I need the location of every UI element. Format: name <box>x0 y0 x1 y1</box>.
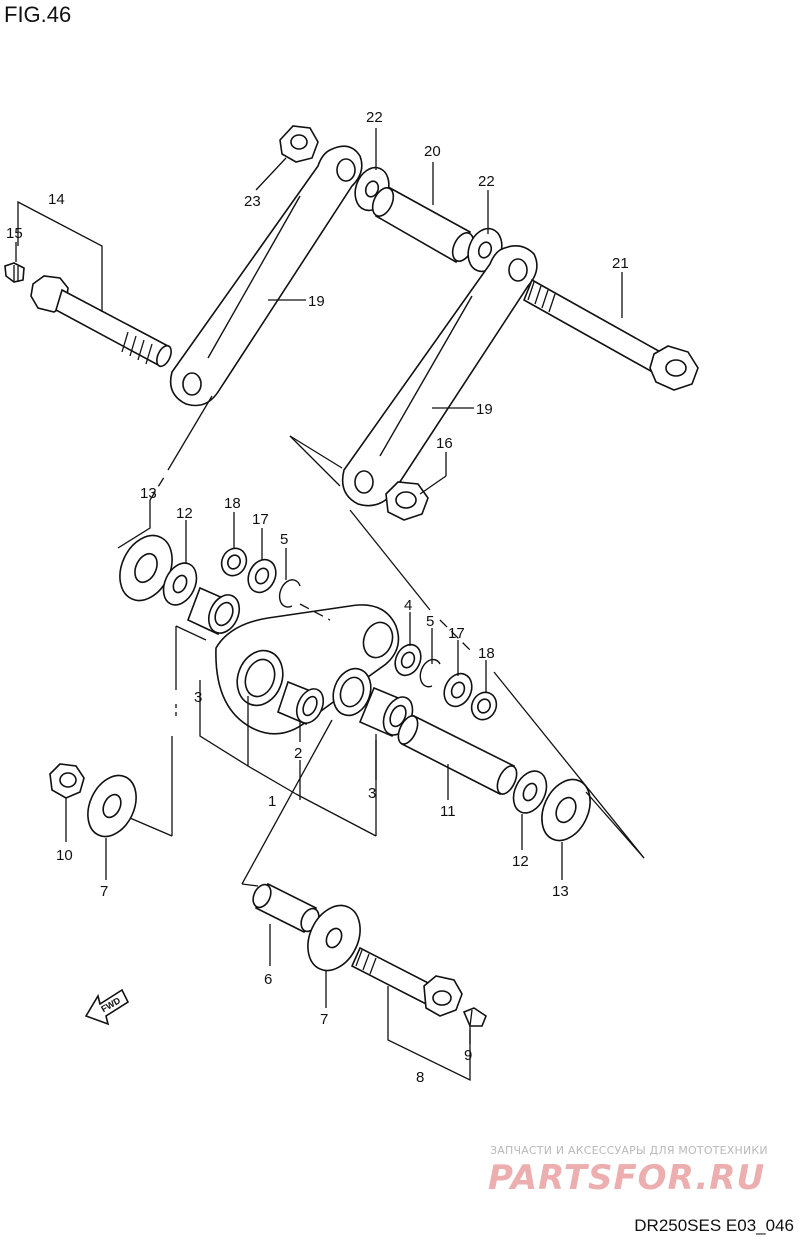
bolt-21-drawing <box>522 278 699 391</box>
callout-2: 2 <box>294 745 302 762</box>
diagram-code: DR250SES E03_046 <box>634 1216 794 1235</box>
tie-rod-19-upper-drawing <box>169 145 363 407</box>
tie-rod-19-lower-drawing <box>341 245 538 507</box>
callout-5-top: 5 <box>280 531 288 548</box>
callout-7-lower: 7 <box>320 1011 328 1028</box>
bearing-18-right-drawing <box>470 691 498 721</box>
watermark-tagline: ЗАПЧАСТИ И АКСЕССУАРЫ ДЛЯ МОТОТЕХНИКИ <box>490 1144 768 1157</box>
bolt-8-drawing <box>350 946 463 1017</box>
washer-17-top-drawing <box>247 558 277 594</box>
callout-15: 15 <box>6 225 23 242</box>
bearing-3-left-drawing <box>186 586 241 636</box>
callout-10: 10 <box>56 847 73 864</box>
callout-4: 4 <box>404 597 412 614</box>
nut-23-drawing <box>279 125 319 163</box>
washer-17-right-drawing <box>443 672 473 708</box>
callout-17-top: 17 <box>252 511 269 528</box>
callout-19-lower: 19 <box>476 401 493 418</box>
callout-18-right: 18 <box>478 645 495 662</box>
callout-13-left: 13 <box>140 485 157 502</box>
sleeve-20-drawing <box>371 186 475 264</box>
figure-title: FIG.46 <box>4 2 72 27</box>
circlip-5-top-drawing <box>278 579 301 608</box>
sleeve-6-drawing <box>252 882 320 934</box>
callout-labels: 14 15 23 22 20 22 21 19 19 16 13 12 18 1… <box>6 109 629 1086</box>
callout-18-top: 18 <box>224 495 241 512</box>
washer-7-lower-drawing <box>307 904 361 972</box>
bearing-4-drawing <box>394 643 422 677</box>
leader-lines <box>15 128 645 1082</box>
callout-1: 1 <box>268 793 276 810</box>
washer-12-left-drawing <box>162 562 198 606</box>
callout-22-right: 22 <box>478 173 495 190</box>
callout-17-right: 17 <box>448 625 465 642</box>
washer-7-left-drawing <box>87 774 137 838</box>
sleeve-11-drawing <box>397 714 518 796</box>
callout-23: 23 <box>244 193 261 210</box>
washer-12-right-drawing <box>512 770 548 814</box>
callout-21: 21 <box>612 255 629 272</box>
grease-nipple-15-drawing <box>4 262 25 283</box>
callout-13-right: 13 <box>552 883 569 900</box>
seal-13-right-drawing <box>541 778 591 842</box>
callout-11: 11 <box>440 803 456 820</box>
callout-5-right: 5 <box>426 613 434 630</box>
callout-9: 9 <box>464 1047 472 1064</box>
callout-14: 14 <box>48 191 65 208</box>
nut-16-drawing <box>385 481 429 521</box>
seal-13-left-drawing <box>119 534 173 602</box>
callout-22-left: 22 <box>366 109 383 126</box>
callout-8: 8 <box>416 1069 424 1086</box>
callout-12-left: 12 <box>176 505 193 522</box>
callout-3-left: 3 <box>194 689 202 706</box>
watermark-logo: PARTSFOR.RU <box>488 1158 766 1198</box>
callout-7-left: 7 <box>100 883 108 900</box>
cushion-lever-1-drawing <box>215 604 400 735</box>
bearing-18-top-drawing <box>220 547 248 577</box>
callout-19-upper: 19 <box>308 293 325 310</box>
bolt-14-drawing <box>30 275 172 368</box>
fwd-arrow-icon: FWD <box>84 988 130 1026</box>
callout-12-right: 12 <box>512 853 529 870</box>
grease-nipple-9-drawing <box>462 1007 487 1027</box>
nut-10-drawing <box>49 763 85 799</box>
callout-6: 6 <box>264 971 272 988</box>
callout-20: 20 <box>424 143 441 160</box>
bearing-2-drawing <box>277 680 325 726</box>
callout-3-right: 3 <box>368 785 376 802</box>
callout-16: 16 <box>436 435 453 452</box>
circlip-5-right-drawing <box>419 658 441 688</box>
